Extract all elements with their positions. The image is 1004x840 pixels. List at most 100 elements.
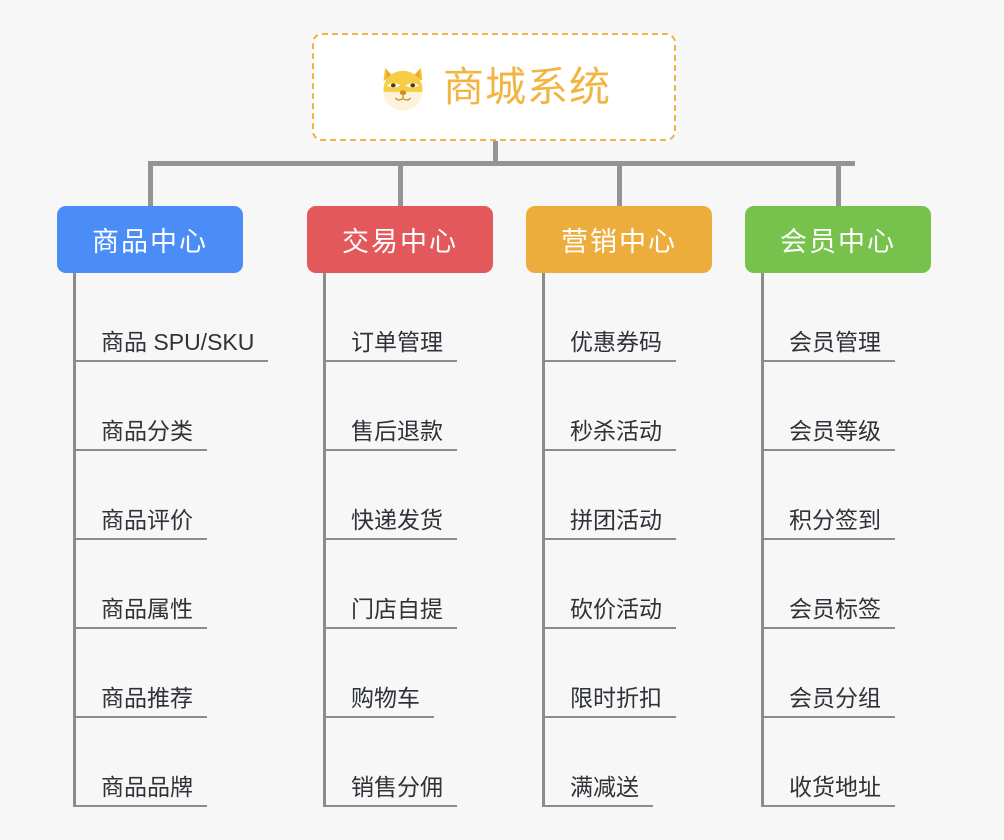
- leaf-item[interactable]: 砍价活动: [542, 540, 712, 629]
- leaf-item[interactable]: 满减送: [542, 718, 712, 807]
- leaf-label: 购物车: [351, 684, 420, 711]
- leaf-underline: [761, 627, 895, 629]
- root-node-shopping-mall-system[interactable]: 商城系统: [312, 33, 676, 141]
- connector-horizontal-bus: [148, 161, 855, 166]
- leaf-underline: [73, 627, 207, 629]
- leaf-label: 门店自提: [351, 595, 443, 622]
- leaf-item[interactable]: 积分签到: [761, 451, 931, 540]
- leaf-label: 商品属性: [101, 595, 193, 622]
- leaf-underline: [323, 627, 457, 629]
- leaf-item[interactable]: 商品 SPU/SKU: [73, 273, 268, 362]
- leaf-item[interactable]: 拼团活动: [542, 451, 712, 540]
- leaf-label: 销售分佣: [351, 773, 443, 800]
- leaf-label: 会员管理: [789, 328, 881, 355]
- leaf-underline: [73, 716, 207, 718]
- category-header-member-center[interactable]: 会员中心: [745, 206, 931, 273]
- category-header-label: 商品中心: [92, 227, 208, 257]
- leaf-item[interactable]: 商品评价: [73, 451, 243, 540]
- leaf-label: 商品分类: [101, 417, 193, 444]
- leaf-list-marketing-center: 优惠券码 秒杀活动 拼团活动 砍价活动 限时折扣 满减送: [526, 273, 712, 807]
- leaf-item[interactable]: 订单管理: [323, 273, 493, 362]
- column-marketing-center: 营销中心 优惠券码 秒杀活动 拼团活动 砍价活动 限时折扣: [526, 206, 712, 807]
- leaf-item[interactable]: 商品推荐: [73, 629, 243, 718]
- connector-drop-trade-center: [398, 161, 403, 206]
- column-spine: [761, 273, 764, 807]
- leaf-label: 售后退款: [351, 417, 443, 444]
- leaf-underline: [73, 805, 207, 807]
- leaf-underline: [761, 805, 895, 807]
- leaf-underline: [542, 627, 676, 629]
- leaf-underline: [761, 449, 895, 451]
- leaf-list-member-center: 会员管理 会员等级 积分签到 会员标签 会员分组 收货地址: [745, 273, 931, 807]
- column-trade-center: 交易中心 订单管理 售后退款 快递发货 门店自提 购物车: [307, 206, 493, 807]
- leaf-item[interactable]: 商品品牌: [73, 718, 243, 807]
- leaf-item[interactable]: 商品分类: [73, 362, 243, 451]
- leaf-label: 商品品牌: [101, 773, 193, 800]
- leaf-label: 商品 SPU/SKU: [101, 328, 255, 355]
- leaf-underline: [542, 805, 653, 807]
- column-spine: [323, 273, 326, 807]
- column-spine: [542, 273, 545, 807]
- leaf-label: 砍价活动: [570, 595, 662, 622]
- column-product-center: 商品中心 商品 SPU/SKU 商品分类 商品评价 商品属性 商品推荐: [57, 206, 268, 807]
- leaf-item[interactable]: 购物车: [323, 629, 493, 718]
- leaf-label: 会员分组: [789, 684, 881, 711]
- connector-root-stem: [493, 141, 498, 165]
- leaf-label: 商品评价: [101, 506, 193, 533]
- leaf-label: 积分签到: [789, 506, 881, 533]
- category-header-marketing-center[interactable]: 营销中心: [526, 206, 712, 273]
- leaf-label: 秒杀活动: [570, 417, 662, 444]
- leaf-item[interactable]: 门店自提: [323, 540, 493, 629]
- leaf-item[interactable]: 限时折扣: [542, 629, 712, 718]
- leaf-underline: [542, 716, 676, 718]
- category-header-trade-center[interactable]: 交易中心: [307, 206, 493, 273]
- leaf-underline: [323, 449, 457, 451]
- leaf-label: 会员标签: [789, 595, 881, 622]
- leaf-underline: [73, 538, 207, 540]
- leaf-label: 收货地址: [789, 773, 881, 800]
- leaf-label: 商品推荐: [101, 684, 193, 711]
- category-header-product-center[interactable]: 商品中心: [57, 206, 243, 273]
- leaf-item[interactable]: 会员等级: [761, 362, 931, 451]
- leaf-label: 满减送: [570, 773, 639, 800]
- leaf-label: 优惠券码: [570, 328, 662, 355]
- leaf-underline: [323, 805, 457, 807]
- connector-drop-member-center: [836, 161, 841, 206]
- leaf-list-product-center: 商品 SPU/SKU 商品分类 商品评价 商品属性 商品推荐 商品品牌: [57, 273, 268, 807]
- leaf-underline: [323, 538, 457, 540]
- connector-drop-marketing-center: [617, 161, 622, 206]
- leaf-item[interactable]: 收货地址: [761, 718, 931, 807]
- leaf-label: 订单管理: [351, 328, 443, 355]
- category-header-label: 营销中心: [561, 227, 677, 257]
- leaf-label: 拼团活动: [570, 506, 662, 533]
- leaf-underline: [73, 449, 207, 451]
- column-member-center: 会员中心 会员管理 会员等级 积分签到 会员标签 会员分组: [745, 206, 931, 807]
- leaf-item[interactable]: 会员标签: [761, 540, 931, 629]
- leaf-underline: [761, 360, 895, 362]
- category-header-label: 交易中心: [342, 227, 458, 257]
- leaf-item[interactable]: 会员管理: [761, 273, 931, 362]
- leaf-item[interactable]: 秒杀活动: [542, 362, 712, 451]
- leaf-underline: [761, 538, 895, 540]
- leaf-label: 会员等级: [789, 417, 881, 444]
- leaf-item[interactable]: 商品属性: [73, 540, 243, 629]
- leaf-item[interactable]: 快递发货: [323, 451, 493, 540]
- category-header-label: 会员中心: [780, 227, 896, 257]
- leaf-underline: [323, 716, 434, 718]
- leaf-label: 快递发货: [351, 506, 443, 533]
- leaf-item[interactable]: 会员分组: [761, 629, 931, 718]
- leaf-label: 限时折扣: [570, 684, 662, 711]
- connector-drop-product-center: [148, 161, 153, 206]
- leaf-underline: [73, 360, 268, 362]
- leaf-item[interactable]: 销售分佣: [323, 718, 493, 807]
- leaf-underline: [542, 538, 676, 540]
- leaf-underline: [542, 449, 676, 451]
- column-spine: [73, 273, 76, 807]
- leaf-underline: [542, 360, 676, 362]
- leaf-item[interactable]: 优惠券码: [542, 273, 712, 362]
- root-title: 商城系统: [443, 63, 611, 110]
- leaf-underline: [323, 360, 457, 362]
- leaf-underline: [761, 716, 895, 718]
- leaf-item[interactable]: 售后退款: [323, 362, 493, 451]
